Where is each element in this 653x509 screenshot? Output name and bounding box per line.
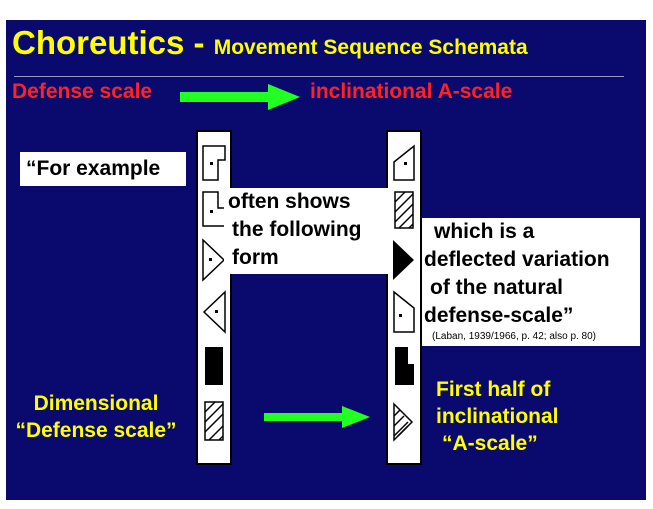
defense-scale-label: Defense scale	[12, 80, 153, 103]
citation: (Laban, 1939/1966, p. 42; also p. 80)	[432, 331, 597, 342]
bottom-left-line2: “Defense scale”	[15, 419, 177, 442]
quote-box-3: which is a deflected variation of the na…	[422, 218, 640, 346]
bottom-right-line2: inclinational	[436, 405, 559, 428]
dimensional-defense-scale-label: Dimensional “Defense scale”	[6, 390, 186, 444]
bottom-right-line3: “A-scale”	[442, 432, 538, 455]
quote-part3-line3: of the natural	[430, 276, 564, 299]
quote-part3-line1: which is a	[434, 220, 535, 243]
arrow-icon	[180, 84, 300, 110]
quote-part3-line2: deflected variation	[424, 248, 610, 271]
quote-part3-line4: defense-scale”	[424, 304, 574, 327]
title-main: Choreutics	[12, 24, 185, 61]
quote-box-1: “For example	[20, 152, 186, 186]
quote-part2-line1: often shows	[228, 190, 351, 213]
quote-part2-line2: the following	[232, 218, 362, 241]
arrow-icon	[264, 406, 370, 428]
left-notation-staff	[196, 130, 232, 465]
a-scale-label: inclinational A-scale	[310, 80, 513, 103]
bottom-right-line1: First half of	[436, 378, 551, 401]
a-scale-first-half-label: First half of inclinational “A-scale”	[436, 376, 596, 457]
quote-box-2: often shows the following form	[224, 188, 390, 274]
slide: Choreutics - Movement Sequence Schemata …	[6, 20, 646, 500]
quote-part2-line3: form	[232, 246, 279, 269]
page-title: Choreutics - Movement Sequence Schemata	[12, 24, 528, 62]
bottom-left-line1: Dimensional	[33, 392, 159, 415]
title-divider	[14, 76, 624, 77]
right-notation-staff	[386, 130, 422, 465]
title-separator: -	[184, 24, 214, 61]
title-subtitle: Movement Sequence Schemata	[213, 36, 528, 59]
quote-part1: “For example	[26, 157, 161, 180]
